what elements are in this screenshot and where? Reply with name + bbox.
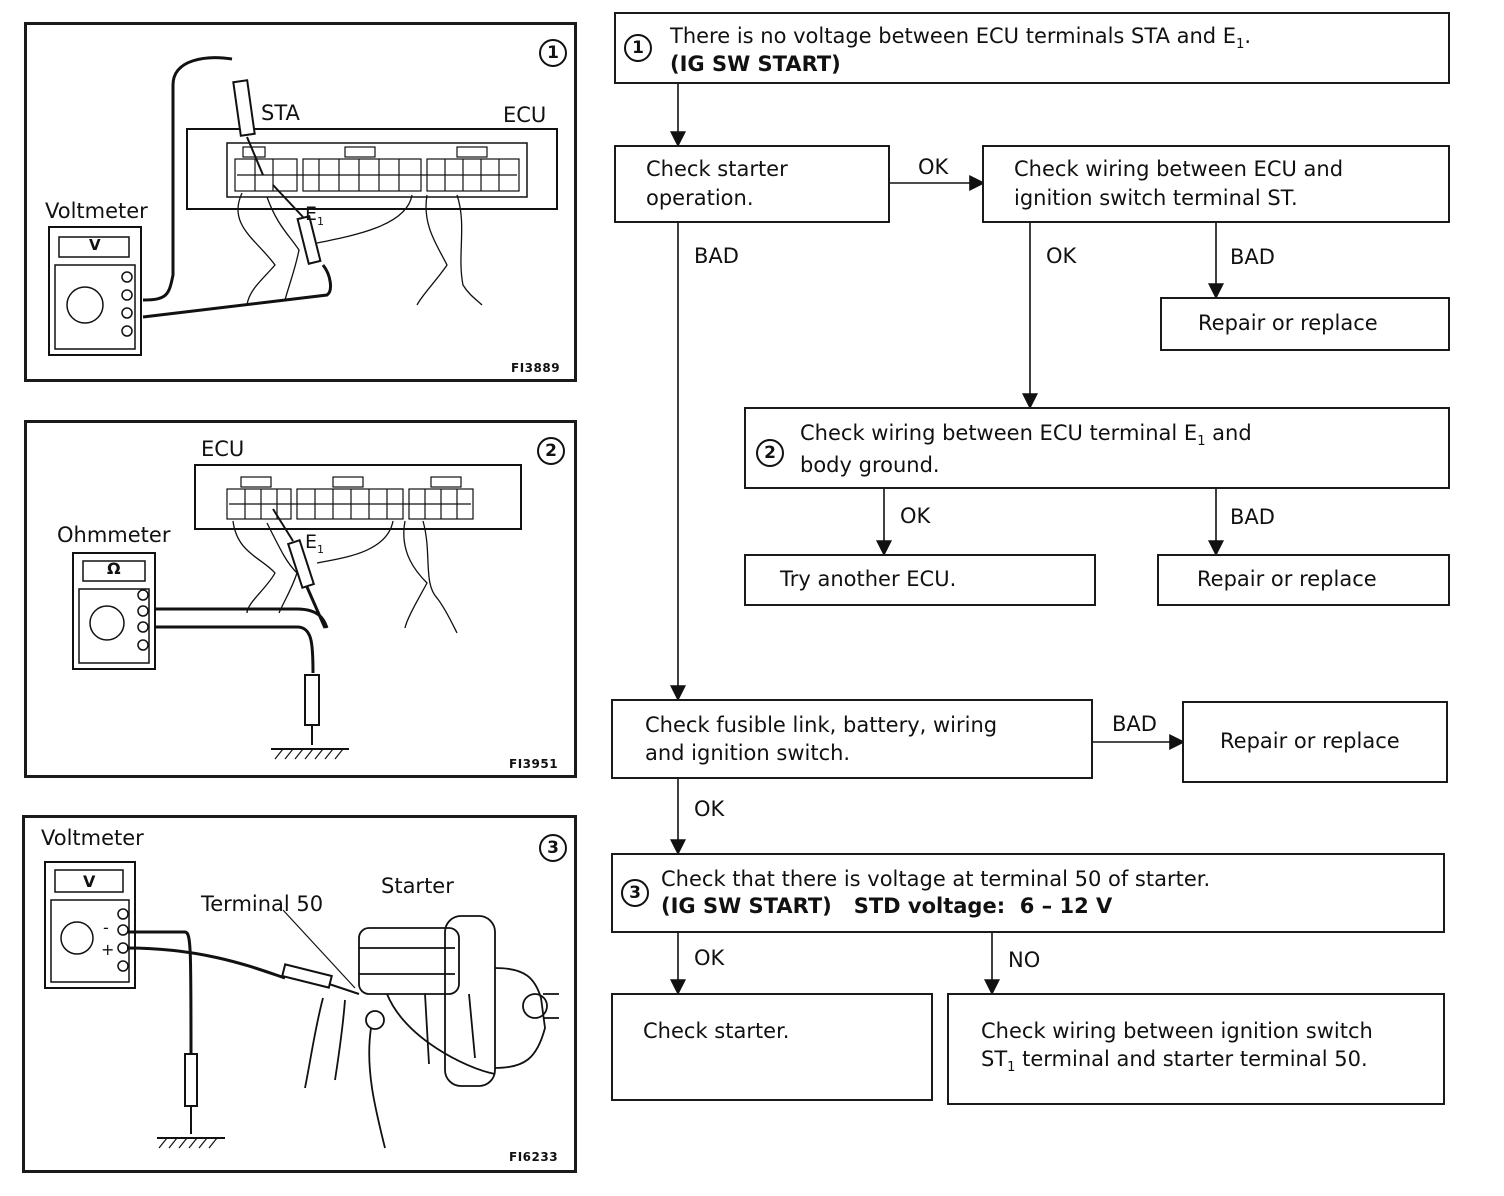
step-number-badge: 2: [756, 439, 784, 467]
check-starter-box: Check starter.: [611, 993, 933, 1101]
plus-terminal-label: +: [101, 940, 115, 959]
starter-voltmeter-illustration: [44, 861, 559, 1149]
panel-number-badge: 1: [539, 39, 567, 67]
check-starter-operation-box: Check starter operation.: [614, 145, 890, 223]
repair-text: Repair or replace: [1220, 729, 1400, 753]
step-number-badge: 1: [624, 34, 652, 62]
repair-text: Repair or replace: [1197, 567, 1377, 591]
check-starter-operation-text: Check starter operation.: [646, 157, 788, 210]
check-wiring-st-box: Check wiring between ECU and ignition sw…: [982, 145, 1450, 223]
starter-label: Starter: [381, 874, 454, 898]
bad-label: BAD: [1230, 245, 1275, 269]
try-ecu-text: Try another ECU.: [780, 567, 957, 591]
figure-code: FI6233: [509, 1150, 559, 1164]
ecu-label: ECU: [503, 103, 547, 127]
repair-or-replace-box-1: Repair or replace: [1160, 297, 1450, 351]
check-fusible-line-1: Check fusible link, battery, wiring: [645, 713, 998, 737]
ecu-ohmmeter-e1-illustration: [72, 464, 522, 760]
step-number-badge: 3: [621, 879, 649, 907]
voltmeter-label: Voltmeter: [41, 826, 144, 850]
ok-label: OK: [900, 504, 931, 528]
ok-label: OK: [694, 946, 725, 970]
check-wiring-st-line-1: Check wiring between ECU and: [1014, 157, 1344, 181]
voltmeter-unit-label: V: [83, 872, 96, 891]
check-voltage-terminal-50-box: 3 Check that there is voltage at termina…: [611, 853, 1445, 933]
check-voltage-line-2: (IG SW START) STD voltage: 6 – 12 V: [661, 894, 1113, 918]
no-label: NO: [1008, 948, 1041, 972]
illustration-panel-1: 1 Voltmeter V STA ECU E1 FI3889: [24, 22, 577, 382]
check-starter-text: Check starter.: [643, 1019, 790, 1043]
check-wiring-st1-line-2: ST1 terminal and starter terminal 50.: [981, 1047, 1368, 1076]
start-line-2: (IG SW START): [670, 52, 841, 76]
e1-terminal-label: E1: [305, 203, 325, 228]
ok-label: OK: [1046, 244, 1077, 268]
illustration-panel-2: 2 ECU Ohmmeter Ω E1 FI3951: [24, 420, 577, 778]
bad-label: BAD: [1112, 712, 1157, 736]
figure-code: FI3889: [511, 361, 561, 375]
panel-number-badge: 3: [539, 834, 567, 862]
minus-terminal-label: -: [103, 918, 109, 937]
repair-or-replace-box-2: Repair or replace: [1157, 554, 1450, 606]
ecu-label: ECU: [201, 437, 245, 461]
voltmeter-unit-label: V: [89, 236, 101, 254]
bad-label: BAD: [1230, 505, 1275, 529]
check-wiring-e1-line-1: Check wiring between ECU terminal E1 and: [800, 421, 1252, 450]
figure-code: FI3951: [509, 757, 559, 771]
repair-or-replace-box-3: Repair or replace: [1182, 701, 1448, 783]
ohmmeter-label: Ohmmeter: [57, 523, 171, 547]
bad-label: BAD: [694, 244, 739, 268]
panel-number-badge: 2: [537, 437, 565, 465]
voltmeter-label: Voltmeter: [45, 199, 148, 223]
start-line-1: There is no voltage between ECU terminal…: [670, 24, 1252, 53]
terminal-50-label: Terminal 50: [201, 892, 324, 916]
check-fusible-line-2: and ignition switch.: [645, 741, 851, 765]
ecu-voltmeter-sta-illustration: [48, 56, 558, 356]
repair-text: Repair or replace: [1198, 311, 1378, 335]
try-another-ecu-box: Try another ECU.: [744, 554, 1096, 606]
illustration-panel-3: Voltmeter 3 V - + Terminal 50 Starter FI…: [22, 815, 577, 1173]
sta-terminal-label: STA: [261, 101, 300, 125]
check-wiring-st1-box: Check wiring between ignition switch ST1…: [947, 993, 1445, 1105]
check-wiring-e1-line-2: body ground.: [800, 453, 940, 477]
check-wiring-st-line-2: ignition switch terminal ST.: [1014, 186, 1298, 210]
check-fusible-link-box: Check fusible link, battery, wiring and …: [611, 699, 1093, 779]
e1-terminal-label: E1: [305, 531, 325, 556]
check-wiring-e1-box: 2 Check wiring between ECU terminal E1 a…: [744, 407, 1450, 489]
check-wiring-st1-line-1: Check wiring between ignition switch: [981, 1019, 1373, 1043]
flow-start-box: 1 There is no voltage between ECU termin…: [614, 12, 1450, 84]
ok-label: OK: [918, 155, 949, 179]
ohmmeter-unit-label: Ω: [107, 559, 121, 578]
check-voltage-line-1: Check that there is voltage at terminal …: [661, 867, 1211, 891]
ok-label: OK: [694, 797, 725, 821]
